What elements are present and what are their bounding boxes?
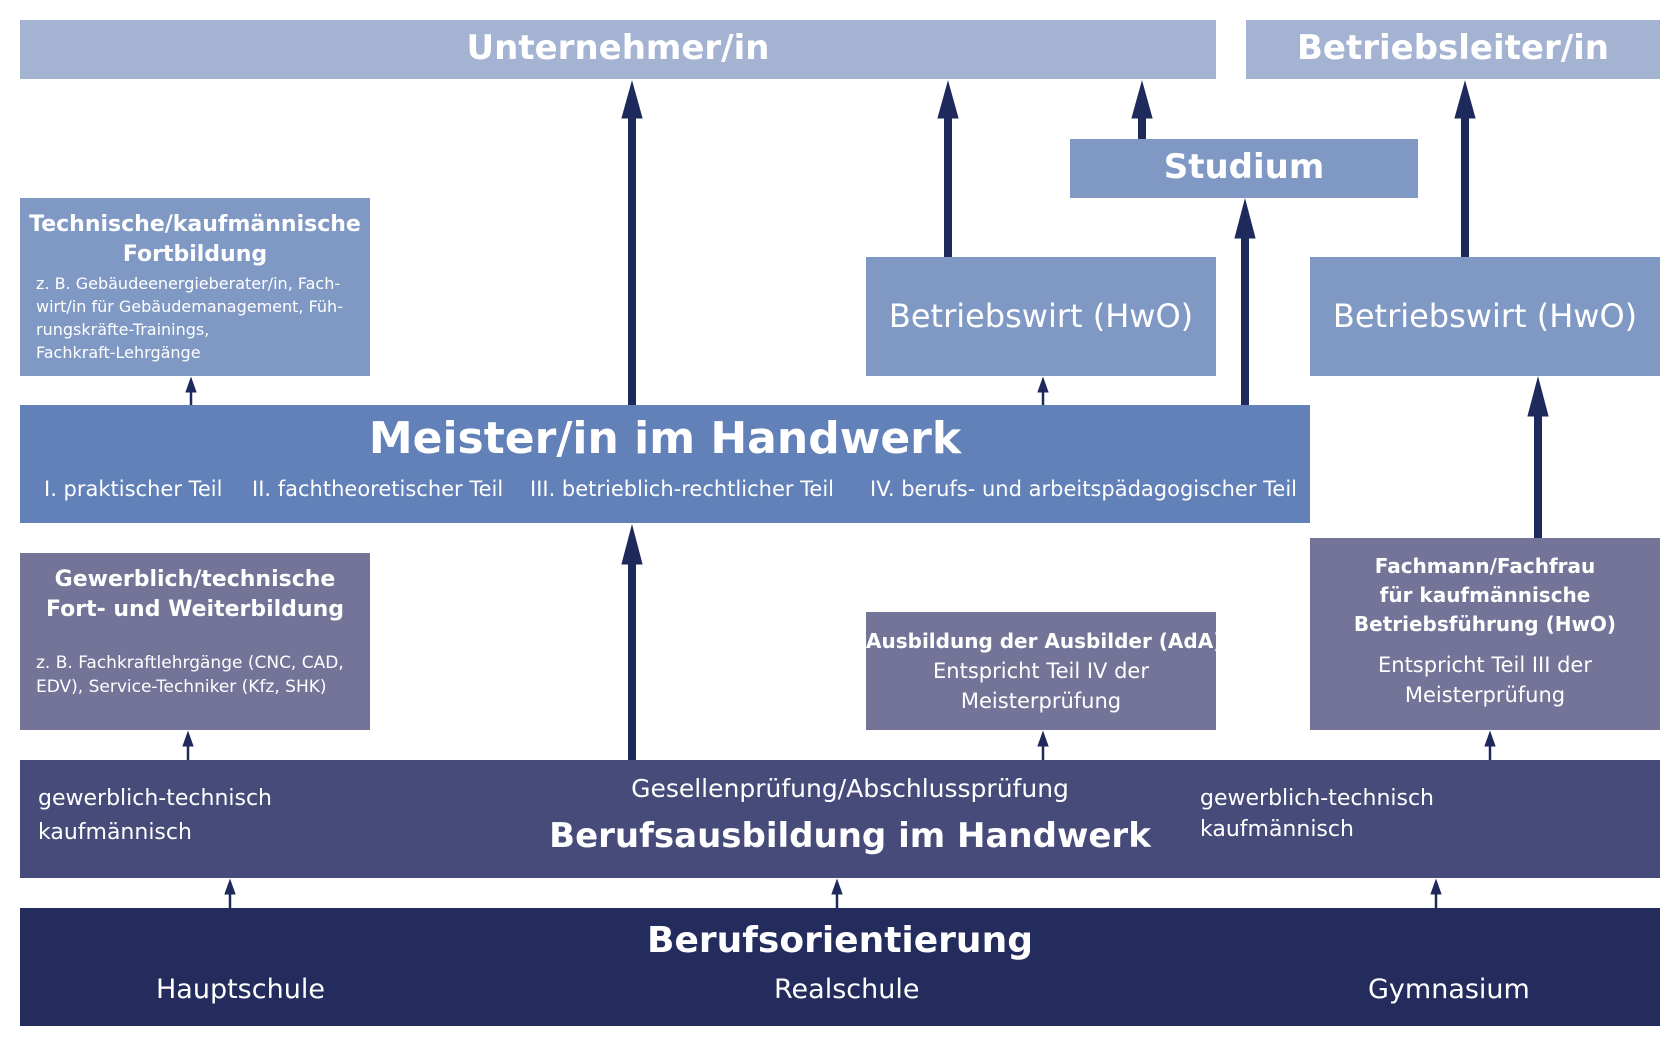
tech-fortbildung-title-2: Fortbildung	[122, 242, 268, 267]
arrow-betriebswirt-to-unternehmer	[937, 80, 959, 257]
berufsausbildung-box: gewerblich-technisch kaufmännisch Gesell…	[20, 760, 1660, 878]
fachmann-title-1: Fachmann/Fachfrau	[1374, 554, 1596, 578]
unternehmer-label: Unternehmer/in	[466, 28, 770, 68]
arrow-meister-to-unternehmer	[621, 80, 643, 405]
berufsorientierung-box: Berufsorientierung Hauptschule Realschul…	[20, 908, 1660, 1026]
tech-kaufm-fortbildung-box: Technische/kaufmännische Fortbildung z. …	[20, 198, 370, 376]
arrow-meister-to-betriebswirt	[1037, 376, 1049, 405]
meister-part-4: IV. berufs- und arbeitspädagogischer Tei…	[870, 477, 1297, 501]
tech-fortbildung-desc-2: wirt/in für Gebäudemanagement, Füh-	[36, 297, 343, 316]
ada-desc-2: Meisterprüfung	[960, 689, 1122, 713]
gewerblich-fortbildung-title-1: Gewerblich/technische	[54, 567, 336, 592]
studium-box: Studium	[1070, 139, 1418, 198]
arrow-realschule-to-ausbildung	[831, 878, 843, 908]
ausbildung-title: Berufsausbildung im Handwerk	[549, 816, 1151, 856]
fachmann-desc-1: Entspricht Teil III der	[1378, 653, 1592, 677]
betriebsleiter-label: Betriebsleiter/in	[1296, 28, 1609, 68]
ausbildung-right-1: gewerblich-technisch	[1200, 786, 1434, 811]
tech-fortbildung-desc-1: z. B. Gebäudeenergieberater/in, Fach-	[36, 274, 341, 293]
school-hauptschule: Hauptschule	[156, 974, 325, 1005]
tech-fortbildung-desc-3: rungskräfte-Trainings,	[36, 320, 210, 339]
gewerblich-fortbildung-desc-2: EDV), Service-Techniker (Kfz, SHK)	[36, 677, 327, 697]
arrow-ausbildung-to-meister	[621, 524, 643, 760]
betriebsleiter-box: Betriebsleiter/in	[1246, 20, 1660, 79]
studium-label: Studium	[1163, 147, 1325, 187]
tech-fortbildung-desc-4: Fachkraft-Lehrgänge	[36, 343, 201, 362]
arrow-ausbildung-to-ada	[1037, 730, 1049, 760]
arrow-ausbildung-to-fachmann	[1484, 730, 1496, 760]
school-realschule: Realschule	[774, 974, 920, 1005]
fachmann-title-3: Betriebsführung (HwO)	[1353, 612, 1617, 636]
meister-part-1: I. praktischer Teil	[44, 477, 223, 501]
betriebswirt-left-box: Betriebswirt (HwO)	[866, 257, 1216, 376]
arrow-betriebswirt-to-betriebsleiter	[1454, 80, 1476, 257]
ausbildung-left-1: gewerblich-technisch	[38, 786, 272, 811]
meister-title: Meister/in im Handwerk	[368, 413, 962, 464]
betriebswirt-right-label: Betriebswirt (HwO)	[1332, 297, 1638, 335]
gewerblich-fortbildung-box: Gewerblich/technische Fort- und Weiterbi…	[20, 553, 370, 730]
ausbildung-right-2: kaufmännisch	[1200, 817, 1354, 842]
arrow-meister-to-studium	[1234, 198, 1256, 405]
betriebswirt-left-label: Betriebswirt (HwO)	[888, 297, 1194, 335]
meister-box: Meister/in im Handwerk I. praktischer Te…	[20, 405, 1310, 523]
school-gymnasium: Gymnasium	[1368, 974, 1530, 1005]
fachmann-box: Fachmann/Fachfrau für kaufmännische Betr…	[1310, 538, 1660, 730]
gewerblich-fortbildung-desc-1: z. B. Fachkraftlehrgänge (CNC, CAD,	[36, 653, 344, 673]
ada-desc-1: Entspricht Teil IV der	[933, 659, 1149, 683]
arrow-meister-to-tech-fortbildung	[185, 376, 197, 405]
gewerblich-fortbildung-title-2: Fort- und Weiterbildung	[45, 597, 345, 622]
arrow-studium-to-unternehmer	[1131, 80, 1153, 139]
fachmann-desc-2: Meisterprüfung	[1404, 683, 1566, 707]
arrow-hauptschule-to-ausbildung	[224, 878, 236, 908]
ada-title: Ausbildung der Ausbilder (AdA)	[866, 629, 1223, 653]
betriebswirt-right-box: Betriebswirt (HwO)	[1310, 257, 1660, 376]
unternehmer-box: Unternehmer/in	[20, 20, 1216, 79]
berufsorientierung-title: Berufsorientierung	[647, 920, 1033, 961]
ausbildung-subtitle: Gesellenprüfung/Abschlussprüfung	[631, 774, 1069, 803]
ausbildung-left-2: kaufmännisch	[38, 820, 192, 845]
arrow-ausbildung-to-gewerblich-fortbildung	[182, 730, 194, 760]
arrow-gymnasium-to-ausbildung	[1430, 878, 1442, 908]
meister-part-3: III. betrieblich-rechtlicher Teil	[530, 477, 835, 501]
fachmann-title-2: für kaufmännische	[1379, 583, 1591, 607]
ada-box: Ausbildung der Ausbilder (AdA) Entsprich…	[866, 612, 1223, 730]
meister-part-2: II. fachtheoretischer Teil	[252, 477, 504, 501]
tech-fortbildung-title-1: Technische/kaufmännische	[29, 212, 361, 237]
arrow-fachmann-to-betriebswirt	[1527, 376, 1549, 538]
